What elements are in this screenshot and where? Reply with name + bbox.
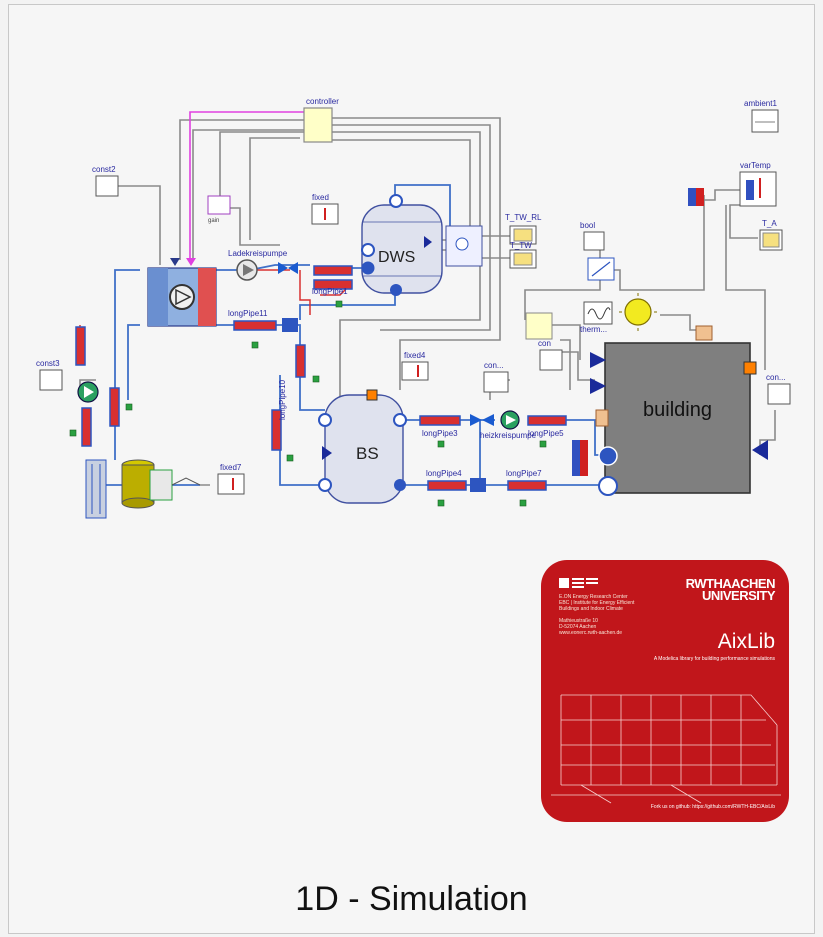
dws-tank[interactable]: DWS: [362, 195, 442, 296]
fixed-temp-top[interactable]: fixed: [312, 193, 338, 224]
eonerc-logo-icon: [559, 576, 599, 590]
ambient-block[interactable]: ambient1: [744, 99, 778, 132]
gain-block[interactable]: gain: [208, 196, 230, 224]
valve-upper[interactable]: [278, 262, 298, 274]
heat-pump[interactable]: [148, 258, 216, 326]
soil-cylinder: [122, 460, 154, 508]
const2-label: const2: [92, 165, 116, 174]
aixlib-logo-card: E.ON Energy Research Center EBC | Instit…: [541, 560, 789, 822]
longpipe10-label: longPipe10: [278, 379, 287, 420]
building-label: building: [643, 399, 712, 421]
const3-label: const3: [36, 359, 60, 368]
aix-institute-line: Buildings and Indoor Climate: [559, 606, 623, 612]
longpipe11-label: longPipe11: [228, 309, 268, 318]
fixed7-block[interactable]: fixed7: [218, 463, 244, 494]
t-a-label: T_A: [762, 219, 777, 228]
slide-caption: 1D - Simulation: [0, 880, 823, 919]
dws-controller[interactable]: [446, 226, 482, 266]
sun-icon: [619, 293, 657, 331]
const2-block[interactable]: const2: [92, 165, 118, 196]
building-block[interactable]: building: [590, 343, 768, 495]
bool-label: bool: [580, 221, 595, 230]
ground-pump[interactable]: [78, 382, 98, 402]
ground-links: [172, 478, 210, 485]
aixlib-title: AixLib: [718, 630, 775, 654]
bs-tank[interactable]: BS: [319, 390, 406, 503]
ambient-label: ambient1: [744, 99, 777, 108]
con-lower[interactable]: con...: [484, 361, 508, 392]
sine-label: therm...: [580, 325, 607, 334]
valve-lower[interactable]: [470, 414, 494, 426]
fixed-top-label: fixed: [312, 193, 329, 202]
thermal-connector-top: [688, 188, 704, 206]
fixed7-label: fixed7: [220, 463, 242, 472]
ground-grid: [150, 470, 172, 500]
longpipe1-label: longPipe1: [312, 287, 348, 296]
dws-label: DWS: [378, 249, 415, 266]
rwth-line2: UNIVERSITY: [686, 590, 775, 602]
temp-sensors-dws[interactable]: T_TW_RL T_TW: [505, 213, 542, 268]
gain-label: gain: [208, 218, 219, 224]
aix-address-line: www.eonerc.rwth-aachen.de: [559, 630, 622, 636]
charging-pump-label: Ladekreispumpe: [228, 249, 288, 258]
ground-heat-exchanger[interactable]: [86, 460, 106, 518]
con-right-label: con...: [766, 373, 786, 382]
aixlib-subtitle: A Modelica library for building performa…: [654, 656, 775, 662]
tw-rl-label: T_TW_RL: [505, 213, 542, 222]
fixed4-block[interactable]: fixed4: [402, 351, 428, 380]
controller-block[interactable]: controller: [304, 97, 339, 142]
radiator-icon: [696, 326, 712, 340]
mid-controller[interactable]: [526, 313, 552, 339]
longpipe3-label: longPipe3: [422, 429, 458, 438]
longpipe7-label: longPipe7: [506, 469, 542, 478]
longpipe4-label: longPipe4: [426, 469, 462, 478]
const3-block[interactable]: const3: [36, 359, 62, 390]
rwth-logo: RWTHAACHEN UNIVERSITY: [686, 578, 775, 602]
t-tw-label: T_TW: [510, 241, 532, 250]
bs-label: BS: [356, 444, 379, 463]
fixed4-label: fixed4: [404, 351, 426, 360]
aixlib-github-link: Fork us on github: https://github.com/RW…: [651, 804, 775, 810]
sine-source[interactable]: therm...: [580, 302, 612, 334]
building-sketch-icon: [551, 665, 781, 805]
con-lower-label: con...: [484, 361, 504, 370]
var-temp[interactable]: varTemp T_A: [740, 161, 782, 250]
boolean-source[interactable]: bool: [580, 221, 614, 280]
var-temp-label: varTemp: [740, 161, 771, 170]
con-mid[interactable]: con: [538, 339, 562, 370]
controller-label: controller: [306, 97, 339, 106]
signal-magenta: [190, 112, 304, 262]
con-right[interactable]: con...: [766, 373, 790, 404]
heizkreis-label: heizkreispumpe: [480, 431, 537, 440]
con-mid-label: con: [538, 339, 551, 348]
